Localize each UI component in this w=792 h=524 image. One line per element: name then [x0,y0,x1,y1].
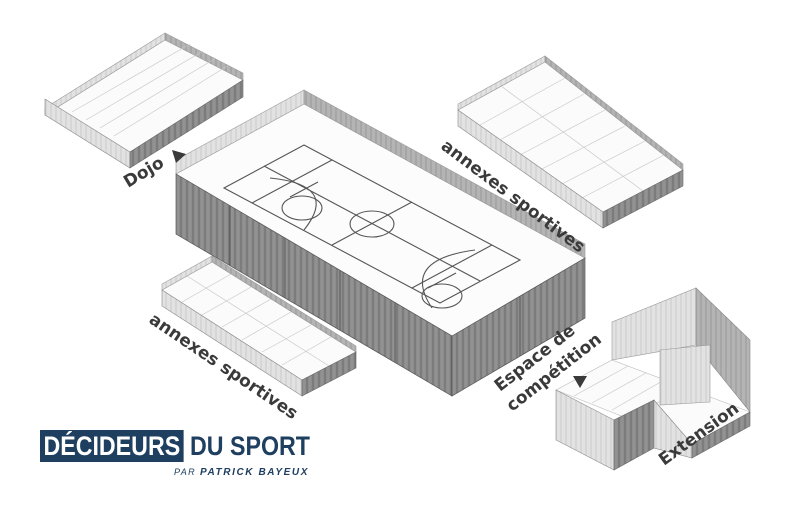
annexes-bottom-module [161,255,357,397]
brand-name-box: DÉCIDEURS [40,430,184,462]
competition-hall [175,89,586,397]
triangle-down-icon [573,376,587,388]
basketball-court [222,144,522,309]
brand-author: PATRICK BAYEUX [199,467,310,478]
triangle-right-icon [172,150,186,163]
extension-module [555,287,751,471]
annexes-top-module [457,55,684,229]
brand-name-rest: DU SPORT [190,431,311,461]
brand-by: PAR [174,467,197,477]
brand-byline: PAR PATRICK BAYEUX [174,467,309,478]
dojo-module [44,32,244,169]
brand-name: DÉCIDEURS DU SPORT [40,430,340,462]
brand-logo: DÉCIDEURS DU SPORT PAR PATRICK BAYEUX [40,430,340,490]
